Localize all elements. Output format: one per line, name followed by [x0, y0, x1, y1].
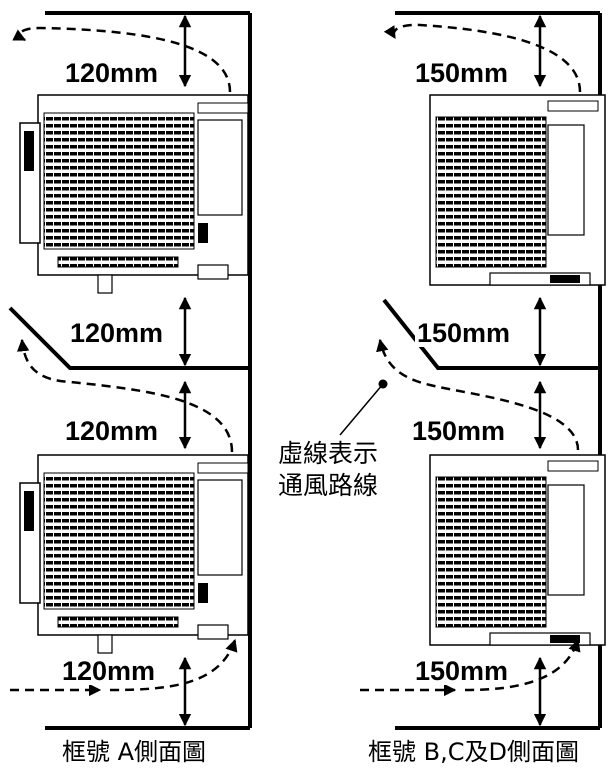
clearance-label-top-a: 120mm	[63, 58, 161, 88]
clearance-label-middle-lower-bcd: 150mm	[410, 416, 508, 446]
drive-unit-lower-a	[19, 454, 249, 654]
airflow-legend: 虛線表示 通風路線	[278, 438, 378, 502]
drive-unit-upper-bcd	[429, 94, 606, 286]
legend-pointer	[339, 379, 388, 436]
drive-unit-lower-bcd	[429, 454, 606, 646]
airflow-path-a	[10, 26, 238, 697]
clearance-label-middle-upper-bcd: 150mm	[415, 318, 513, 348]
clearance-label-middle-upper-a: 120mm	[68, 318, 166, 348]
frame-a-walls	[8, 11, 252, 730]
clearance-label-top-bcd: 150mm	[413, 58, 511, 88]
airflow-legend-line2: 通風路線	[278, 471, 379, 500]
clearance-label-bottom-bcd: 150mm	[413, 656, 511, 686]
airflow-legend-line1: 虛線表示	[278, 439, 379, 468]
clearance-label-bottom-a: 120mm	[60, 656, 158, 686]
caption-frame-a: 框號 A側面圖	[62, 738, 207, 766]
caption-frame-bcd: 框號 B,C及D側面圖	[368, 738, 579, 766]
airflow-path-bcd	[360, 23, 582, 697]
clearance-label-middle-lower-a: 120mm	[63, 416, 161, 446]
drive-unit-upper-a	[19, 94, 249, 294]
